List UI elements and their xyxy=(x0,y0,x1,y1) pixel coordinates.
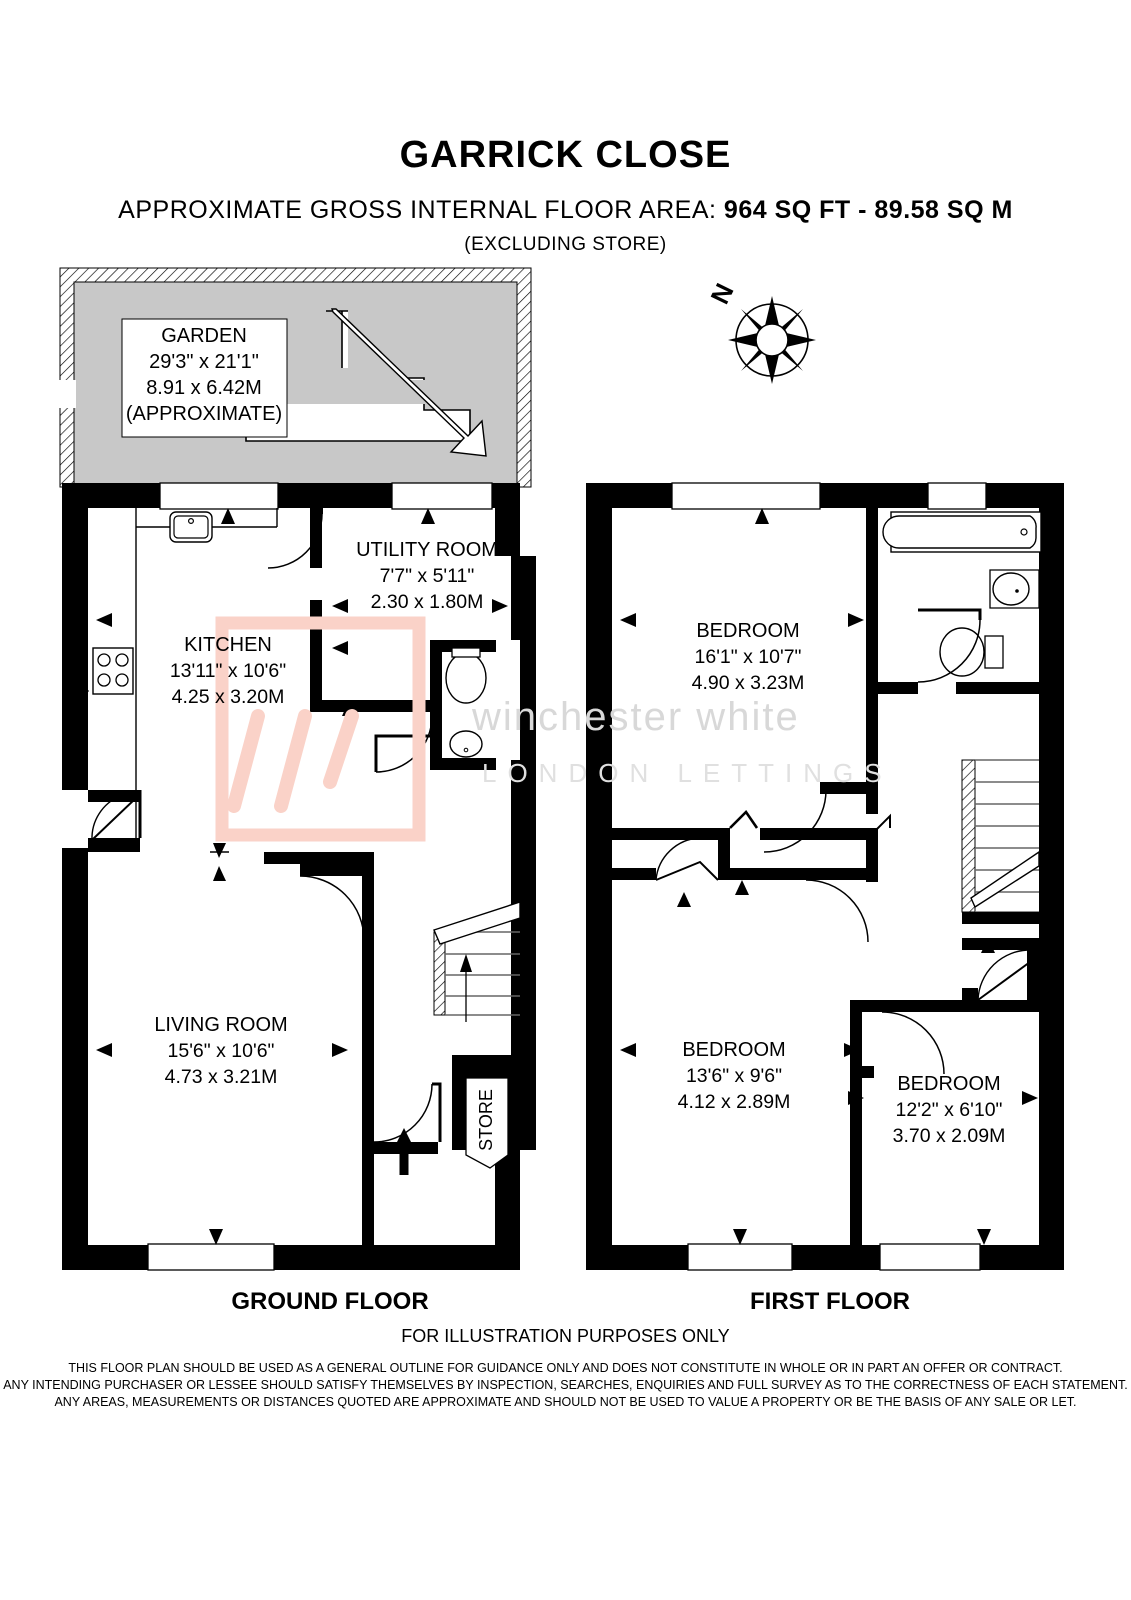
utility-imperial: 7'7" x 5'11" xyxy=(380,565,475,587)
first-floor-plan: BEDROOM 16'1" x 10'7" 4.90 x 3.23M BEDRO… xyxy=(586,482,1064,1271)
floor-area-value: 964 SQ FT - 89.58 SQ M xyxy=(723,196,1013,224)
ground-floor-plan: STORE xyxy=(62,482,536,1271)
watermark-tagline: LONDON LETTINGS xyxy=(482,758,893,788)
illustration-note: FOR ILLUSTRATION PURPOSES ONLY xyxy=(401,1326,730,1346)
kitchen-name: KITCHEN xyxy=(184,634,272,656)
utility-metric: 2.30 x 1.80M xyxy=(371,591,484,613)
first-floor-caption: FIRST FLOOR xyxy=(750,1288,910,1315)
watermark-brand: winchester white xyxy=(471,695,800,739)
compass-rose: N xyxy=(704,279,816,384)
bedroom3-metric: 3.70 x 2.09M xyxy=(893,1125,1006,1147)
disclaimer-block: THIS FLOOR PLAN SHOULD BE USED AS A GENE… xyxy=(0,1360,1131,1411)
brand-logo-mark xyxy=(215,616,426,842)
bedroom3-name: BEDROOM xyxy=(897,1073,1000,1095)
floor-area-line: APPROXIMATE GROSS INTERNAL FLOOR AREA: 9… xyxy=(0,196,1131,225)
ground-floor-caption: GROUND FLOOR xyxy=(231,1288,429,1315)
living-imperial: 15'6" x 10'6" xyxy=(168,1040,275,1062)
utility-name: UTILITY ROOM xyxy=(356,539,498,561)
store-label: STORE xyxy=(476,1089,496,1151)
disclaimer-line-2: ANY INTENDING PURCHASER OR LESSEE SHOULD… xyxy=(3,1378,1128,1392)
disclaimer-line-1: THIS FLOOR PLAN SHOULD BE USED AS A GENE… xyxy=(68,1361,1063,1375)
bedroom1-name: BEDROOM xyxy=(696,620,799,642)
bedroom1-metric: 4.90 x 3.23M xyxy=(692,672,805,694)
living-name: LIVING ROOM xyxy=(154,1014,287,1036)
living-metric: 4.73 x 3.21M xyxy=(165,1066,278,1088)
garden-note: (APPROXIMATE) xyxy=(126,403,282,425)
excluding-store-note: (EXCLUDING STORE) xyxy=(464,234,667,255)
compass-north-label: N xyxy=(704,279,739,309)
brand-watermark: winchester white LONDON LETTINGS xyxy=(471,695,893,788)
bedroom2-metric: 4.12 x 2.89M xyxy=(678,1091,791,1113)
disclaimer-line-3: ANY AREAS, MEASUREMENTS OR DISTANCES QUO… xyxy=(54,1395,1077,1409)
bedroom2-name: BEDROOM xyxy=(682,1039,785,1061)
bedroom1-imperial: 16'1" x 10'7" xyxy=(695,646,802,668)
first-room-labels: BEDROOM 16'1" x 10'7" 4.90 x 3.23M BEDRO… xyxy=(678,620,1006,1147)
floor-area-label: APPROXIMATE GROSS INTERNAL FLOOR AREA: xyxy=(118,196,717,224)
garden-area: GARDEN 29'3" x 21'1" 8.91 x 6.42M (APPRO… xyxy=(58,267,532,488)
bedroom2-imperial: 13'6" x 9'6" xyxy=(686,1065,782,1087)
kitchen-metric: 4.25 x 3.20M xyxy=(172,686,285,708)
garden-metric: 8.91 x 6.42M xyxy=(146,377,262,399)
ground-room-labels: KITCHEN 13'11" x 10'6" 4.25 x 3.20M UTIL… xyxy=(154,539,498,1088)
page-title: GARRICK CLOSE xyxy=(399,134,732,176)
garden-name: GARDEN xyxy=(161,325,247,347)
garden-imperial: 29'3" x 21'1" xyxy=(149,351,259,373)
kitchen-imperial: 13'11" x 10'6" xyxy=(170,660,286,682)
bedroom3-imperial: 12'2" x 6'10" xyxy=(896,1099,1003,1121)
